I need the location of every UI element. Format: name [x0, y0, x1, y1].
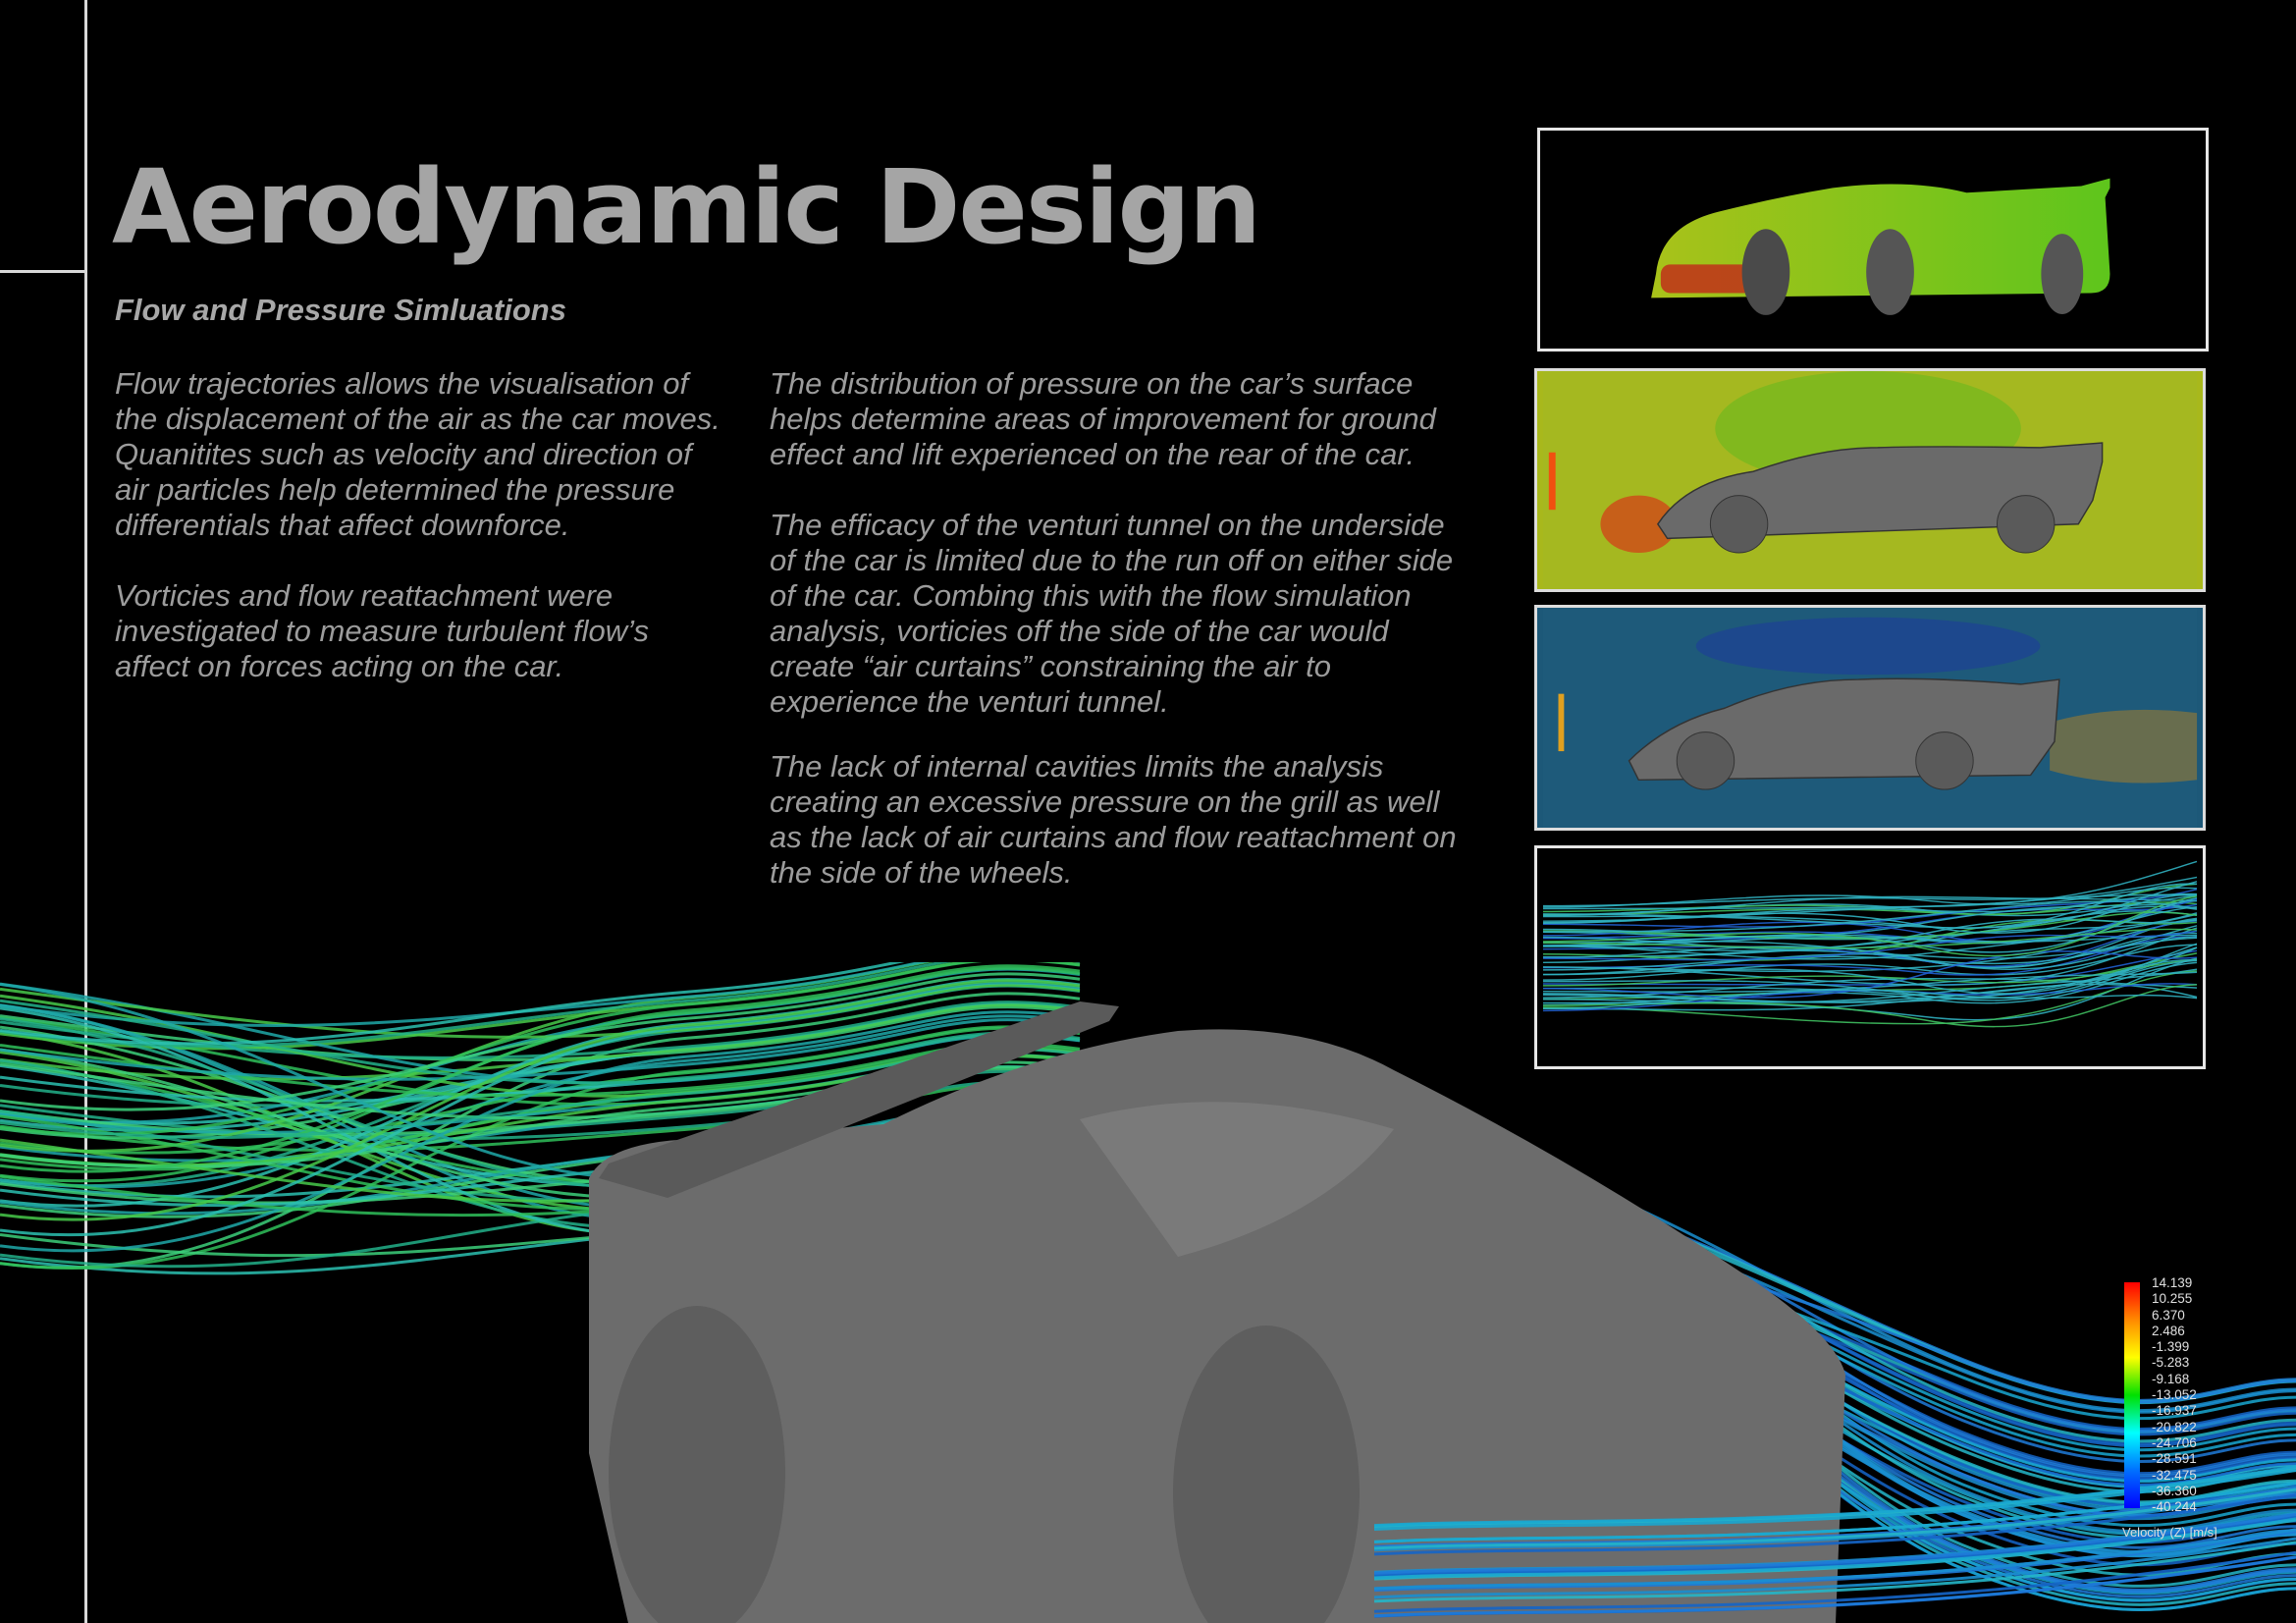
- legend-tick-label: -1.399: [2152, 1339, 2190, 1355]
- legend-tick-label: -36.360: [2152, 1483, 2197, 1498]
- streamline: [1542, 900, 2198, 933]
- horizontal-rule: [0, 270, 86, 273]
- paragraph: Vorticies and flow reattachment were inv…: [115, 578, 649, 683]
- streamline: [1373, 1489, 2296, 1552]
- streamline: [1542, 959, 2198, 1001]
- streamline: [1373, 1488, 2296, 1550]
- streamline: [1542, 895, 2198, 957]
- streamline: [0, 1001, 1081, 1059]
- streamline: [1373, 1493, 2296, 1556]
- wheel: [609, 1306, 785, 1623]
- streamline: [1542, 984, 2198, 1028]
- streamline: [0, 1025, 1081, 1270]
- streamline: [1373, 1481, 2296, 1543]
- streamline: [1373, 1469, 2296, 1532]
- legend-unit: Velocity (Z) [m/s]: [2122, 1525, 2217, 1540]
- streamline: [1542, 881, 2198, 929]
- streamline: [1373, 1465, 2296, 1528]
- legend-tick-label: 2.486: [2152, 1323, 2185, 1338]
- page-subtitle: Flow and Pressure Simluations: [115, 293, 566, 327]
- flow-trajectory-render: [1534, 605, 2206, 831]
- surface-pressure-render: [1537, 128, 2209, 352]
- rear-wing: [599, 1001, 1119, 1198]
- streamline: [1373, 1541, 2296, 1603]
- streamline: [1542, 893, 2198, 907]
- streamline: [0, 999, 1081, 1085]
- streamline: [1373, 1530, 2296, 1593]
- streamline: [1542, 928, 2198, 949]
- legend-tick-label: -20.822: [2152, 1419, 2197, 1434]
- streamline: [1542, 918, 2198, 952]
- streamline: [0, 1083, 1081, 1152]
- streamline: [0, 979, 1081, 1221]
- streamline: [1542, 893, 2198, 934]
- legend-tick-label: -24.706: [2152, 1434, 2197, 1450]
- streamline: [1373, 1537, 2296, 1599]
- streamline: [1542, 971, 2198, 993]
- streamline: [0, 981, 1081, 1237]
- legend-tick-label: 6.370: [2152, 1307, 2185, 1323]
- paragraph: The efficacy of the venturi tunnel on th…: [770, 508, 1454, 719]
- streamline: [0, 966, 1081, 1173]
- legend-tick-label: -32.475: [2152, 1467, 2197, 1483]
- right-text-column: The distribution of pressure on the car’…: [770, 366, 1476, 926]
- streamline: [0, 1014, 1081, 1189]
- streamline: [1542, 913, 2198, 960]
- streamline: [1542, 950, 2198, 999]
- paragraph: The distribution of pressure on the car’…: [770, 366, 1436, 471]
- streamline: [0, 962, 1080, 1048]
- streamline: [1373, 1550, 2296, 1613]
- streamline: [0, 1010, 1081, 1253]
- legend-tick-label: -9.168: [2152, 1371, 2190, 1386]
- streamline: [1542, 989, 2198, 1010]
- car-cockpit: [1080, 1102, 1394, 1257]
- streamline: [0, 992, 1081, 1270]
- car-body: [589, 1029, 1845, 1623]
- streamline: [1542, 936, 2198, 971]
- left-text-column: Flow trajectories allows the visualisati…: [115, 366, 723, 720]
- streamline: [1373, 1514, 2296, 1577]
- paragraph: Flow trajectories allows the visualisati…: [115, 366, 721, 542]
- streamline-top-view: [1534, 845, 2206, 1069]
- streamline: [0, 962, 1081, 1136]
- streamline: [1373, 1517, 2296, 1580]
- streamline: [1542, 959, 2198, 995]
- streamline: [0, 1080, 1081, 1141]
- pressure-cut-plot: [1534, 368, 2206, 592]
- legend-tick-label: 14.139: [2152, 1275, 2193, 1290]
- legend-tick-label: 10.255: [2152, 1291, 2193, 1307]
- streamline: [1373, 1528, 2296, 1591]
- legend-tick-label: -16.937: [2152, 1403, 2197, 1419]
- color-scale-bar: [2124, 1282, 2140, 1508]
- legend-tick-label: -40.244: [2152, 1499, 2197, 1515]
- legend-tick-label: -13.052: [2152, 1387, 2197, 1403]
- streamline: [1542, 936, 2198, 976]
- legend-tick-label: -28.591: [2152, 1451, 2197, 1467]
- streamline: [1542, 925, 2198, 971]
- streamline: [0, 962, 930, 1027]
- vertical-rule: [84, 0, 87, 1623]
- streamline: [1542, 911, 2198, 940]
- streamline: [0, 1003, 1081, 1081]
- paragraph: The lack of internal cavities limits the…: [770, 749, 1457, 890]
- streamline: [1542, 983, 2198, 1011]
- streamline: [1373, 1512, 2296, 1575]
- streamline: [0, 972, 1081, 1111]
- wheel: [1173, 1325, 1360, 1623]
- car-streamline-render: [0, 962, 2296, 1623]
- page-title: Aerodynamic Design: [112, 147, 1261, 267]
- streamline: [0, 1018, 1081, 1081]
- streamline: [1542, 860, 2198, 910]
- streamline: [1373, 1555, 2296, 1618]
- legend-tick-label: -5.283: [2152, 1355, 2190, 1371]
- streamline: [1542, 947, 2198, 1003]
